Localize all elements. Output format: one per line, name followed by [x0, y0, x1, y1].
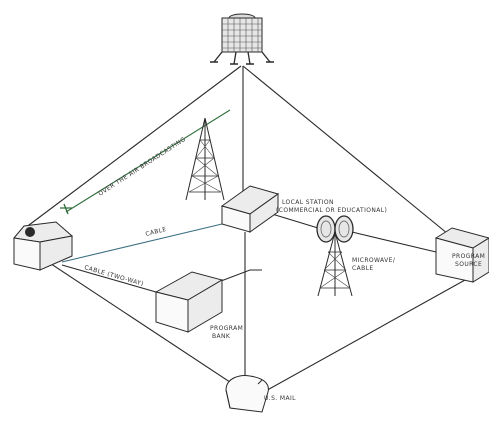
cable-two-way-line — [62, 265, 156, 292]
microwave-to-source-line — [352, 232, 436, 252]
program-bank-label: PROGRAM — [210, 325, 243, 332]
broadcast-tower-icon — [186, 118, 224, 200]
microwave-cable-label: CABLE — [352, 265, 374, 272]
mailbox-icon — [226, 376, 268, 412]
cable-line — [62, 224, 222, 262]
program-bank-box — [156, 272, 222, 332]
local-station-label: LOCAL STATION — [282, 199, 334, 206]
house-to-mail-line — [30, 250, 245, 392]
program-bank-sub-label: BANK — [212, 333, 231, 340]
source-to-mail-line — [262, 280, 465, 393]
local-station-box — [222, 186, 278, 232]
satellite-icon — [210, 14, 274, 64]
station-to-microwave-line — [272, 214, 318, 228]
cable-two-way-label: CABLE (TWO-WAY) — [83, 264, 144, 288]
program-source-sub-label: SOURCE — [455, 261, 482, 268]
cable-label: CABLE — [145, 226, 168, 238]
local-station-sub-label: (COMMERCIAL OR EDUCATIONAL) — [276, 207, 387, 214]
program-source-label: PROGRAM — [452, 253, 485, 260]
over-the-air-label: OVER THE AIR BROADCASTING — [97, 136, 187, 198]
microwave-label: MICROWAVE/ — [352, 257, 396, 264]
microwave-tower-icon — [317, 216, 353, 296]
satellite-to-source-line — [243, 66, 470, 252]
satellite-to-house-line — [25, 66, 241, 228]
us-mail-label: U.S. MAIL — [264, 395, 296, 402]
